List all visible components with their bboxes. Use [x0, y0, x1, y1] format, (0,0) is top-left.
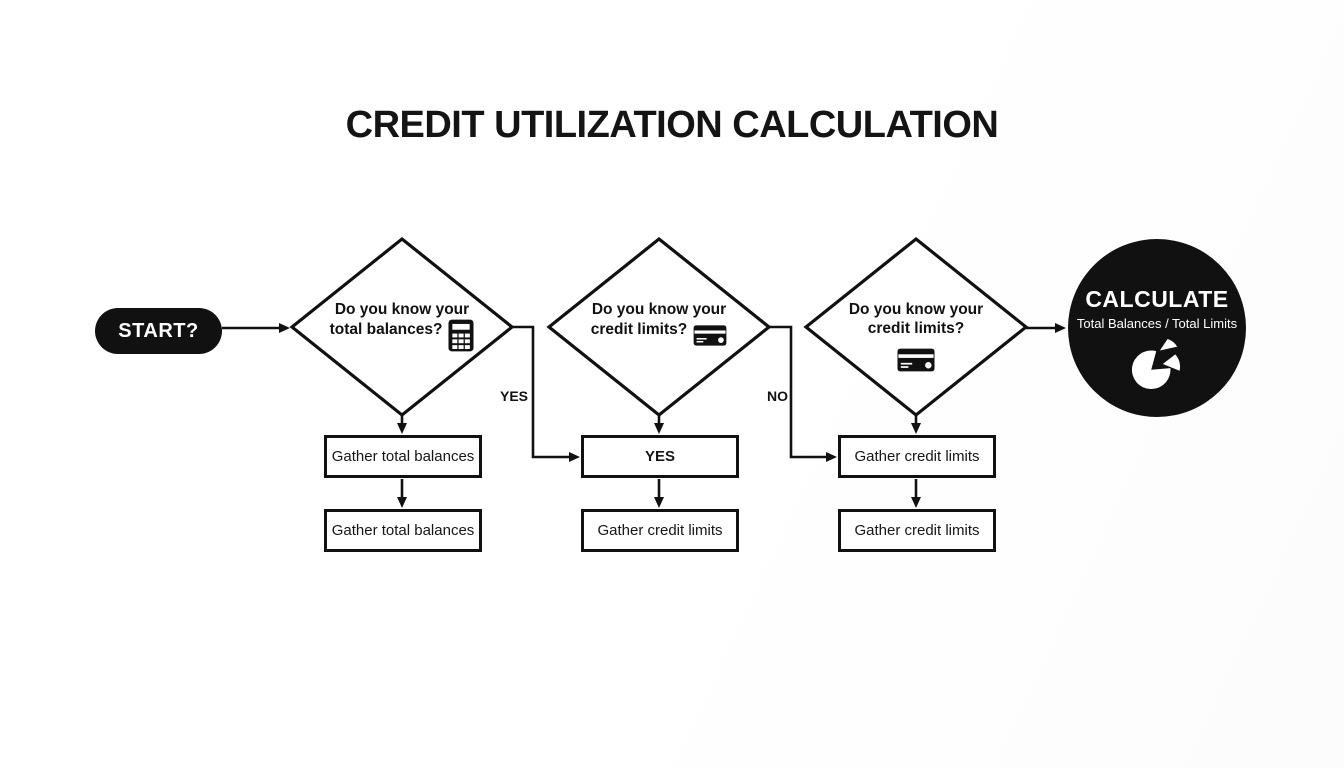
- edge-label-no: NO: [767, 388, 788, 404]
- pie-chart-icon: [1131, 338, 1180, 390]
- process-box-yes: YES: [581, 435, 739, 478]
- decision1-line2: total balances?: [329, 321, 443, 338]
- process-box-gather-total-balances-1: Gather total balances: [324, 435, 482, 478]
- credit-card-icon: [693, 325, 727, 346]
- page-title: CREDIT UTILIZATION CALCULATION: [345, 104, 999, 146]
- process-box-gather-credit-limits-2: Gather credit limits: [581, 509, 739, 552]
- decision3-label: Do you know your credit limits?: [804, 300, 1028, 372]
- decision1-label: Do you know your total balances?: [290, 300, 514, 352]
- decision3-line1: Do you know your: [848, 301, 984, 318]
- calculate-title: CALCULATE: [1085, 286, 1229, 312]
- edge-label-yes: YES: [499, 388, 528, 404]
- start-node: START?: [95, 308, 222, 354]
- start-label: START?: [118, 319, 199, 342]
- credit-card-icon: [897, 348, 935, 372]
- decision2-label: Do you know your credit limits?: [547, 300, 771, 346]
- calculator-icon: [448, 319, 474, 352]
- process-box-gather-credit-limits-3: Gather credit limits: [838, 509, 996, 552]
- decision1-line1: Do you know your: [334, 301, 470, 318]
- process-box-gather-credit-limits-1: Gather credit limits: [838, 435, 996, 478]
- decision2-line2: credit limits?: [590, 321, 688, 338]
- decision2-line1: Do you know your: [591, 301, 727, 318]
- calculate-node: CALCULATE Total Balances / Total Limits: [1068, 239, 1246, 417]
- process-box-gather-total-balances-2: Gather total balances: [324, 509, 482, 552]
- calculate-subtitle: Total Balances / Total Limits: [1076, 316, 1238, 331]
- decision3-line2: credit limits?: [867, 320, 965, 337]
